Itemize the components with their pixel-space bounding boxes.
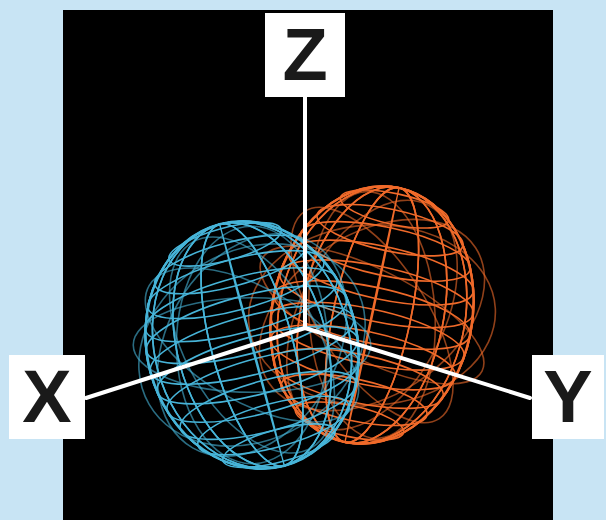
blue-lobe	[76, 169, 429, 520]
axis-label-box: X	[9, 355, 85, 439]
axis-label: Z	[282, 18, 327, 92]
axis-label-box: Y	[532, 355, 604, 439]
black-panel	[63, 10, 553, 520]
axis-label-box: Z	[265, 13, 345, 97]
x-axis	[86, 328, 305, 398]
axes	[86, 88, 530, 398]
z-axis	[303, 88, 307, 328]
axis-label: Y	[543, 360, 592, 434]
axis-label: X	[22, 360, 71, 434]
y-axis	[305, 328, 530, 398]
